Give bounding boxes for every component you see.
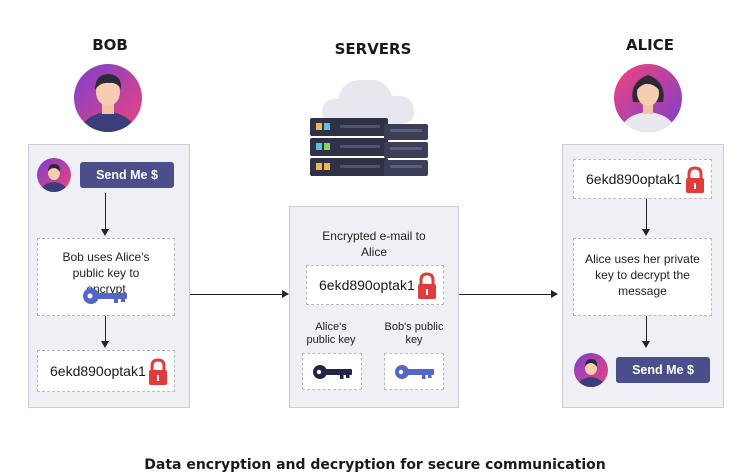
bob-cipher-text: 6ekd890optak1: [50, 363, 146, 379]
bob-small-avatar-icon: [37, 158, 71, 192]
key-icon: [313, 365, 352, 379]
key-icon: [83, 288, 127, 304]
bob-cipher-box: 6ekd890optak1: [37, 350, 175, 392]
alice-public-key-label: Alice's public key: [306, 321, 356, 346]
alice-cipher-box: 6ekd890optak1: [573, 159, 712, 199]
padlock-icon: [149, 358, 167, 385]
alice-send-bubble: Send Me $: [616, 357, 710, 383]
cloud-icon: [321, 79, 415, 124]
bob-step-text: Bob uses Alice's public key to encrypt: [62, 250, 150, 296]
bob-avatar-icon: [74, 64, 142, 132]
server-rack-icon: [310, 118, 428, 176]
alice-step-text: Alice uses her private key to decrypt th…: [585, 252, 700, 298]
servers-title: SERVERS: [334, 40, 412, 58]
bob-send-bubble: Send Me $: [80, 162, 174, 188]
bob-encrypt-step: Bob uses Alice's public key to encrypt: [37, 238, 175, 316]
server-cipher-text: 6ekd890optak1: [319, 277, 415, 293]
diagram-caption: Data encryption and decryption for secur…: [144, 457, 606, 473]
alice-avatar-icon: [614, 64, 682, 132]
alice-decrypt-step: Alice uses her private key to decrypt th…: [573, 238, 712, 316]
alice-small-avatar-icon: [574, 353, 608, 387]
bob-title: BOB: [92, 36, 128, 54]
alice-cipher-text: 6ekd890optak1: [586, 171, 682, 187]
server-heading: Encrypted e-mail to Alice: [322, 229, 426, 259]
alice-title: ALICE: [625, 36, 674, 54]
bob-public-key-label: Bob's public key: [384, 321, 444, 346]
padlock-icon: [418, 272, 436, 299]
padlock-icon: [686, 166, 704, 193]
server-cipher-box: 6ekd890optak1: [306, 265, 444, 305]
key-icon: [395, 365, 434, 379]
servers-illustration: [310, 79, 428, 176]
bob-public-key-box: [384, 353, 444, 390]
alice-public-key-box: [302, 353, 362, 390]
